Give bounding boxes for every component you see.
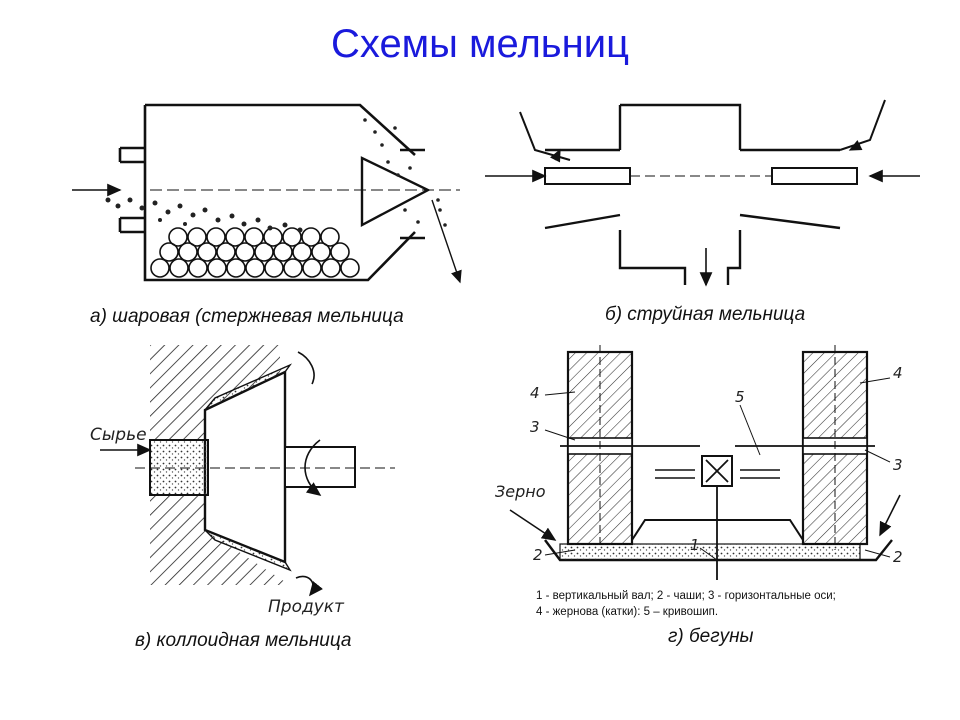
colloid-mill-diagram: Сырье Продукт <box>90 345 395 617</box>
part-number-4-right: 4 <box>893 364 903 382</box>
slide-title: Схемы мельниц <box>331 22 629 66</box>
caption-edge-runner: г) бегуны <box>668 626 754 647</box>
edge-runner-input-label: Зерно <box>495 482 546 501</box>
part-number-5: 5 <box>735 388 745 406</box>
part-number-3-left: 3 <box>530 418 540 436</box>
colloid-input-label: Сырье <box>90 425 147 445</box>
legend-line-2: 4 - жернова (катки): 5 – кривошип. <box>536 606 719 618</box>
part-number-1: 1 <box>690 536 700 554</box>
caption-colloid-mill: в) коллоидная мельница <box>135 630 352 651</box>
part-number-2-right: 2 <box>893 548 903 566</box>
edge-runner-diagram: 4 3 2 5 4 3 2 1 Зерно <box>495 345 903 580</box>
part-number-2-left: 2 <box>533 546 543 564</box>
jet-mill-diagram <box>485 99 920 287</box>
part-number-3-right: 3 <box>893 456 903 474</box>
legend-line-1: 1 - вертикальный вал; 2 - чаши; 3 - гори… <box>536 590 836 602</box>
part-number-4-left: 4 <box>530 384 540 402</box>
edge-runner-legend: 1 - вертикальный вал; 2 - чаши; 3 - гори… <box>536 588 836 620</box>
colloid-output-label: Продукт <box>268 597 345 617</box>
caption-ball-mill: а) шаровая (стержневая мельница <box>90 306 404 327</box>
caption-jet-mill: б) струйная мельница <box>605 304 806 325</box>
ball-mill-diagram <box>72 103 462 284</box>
